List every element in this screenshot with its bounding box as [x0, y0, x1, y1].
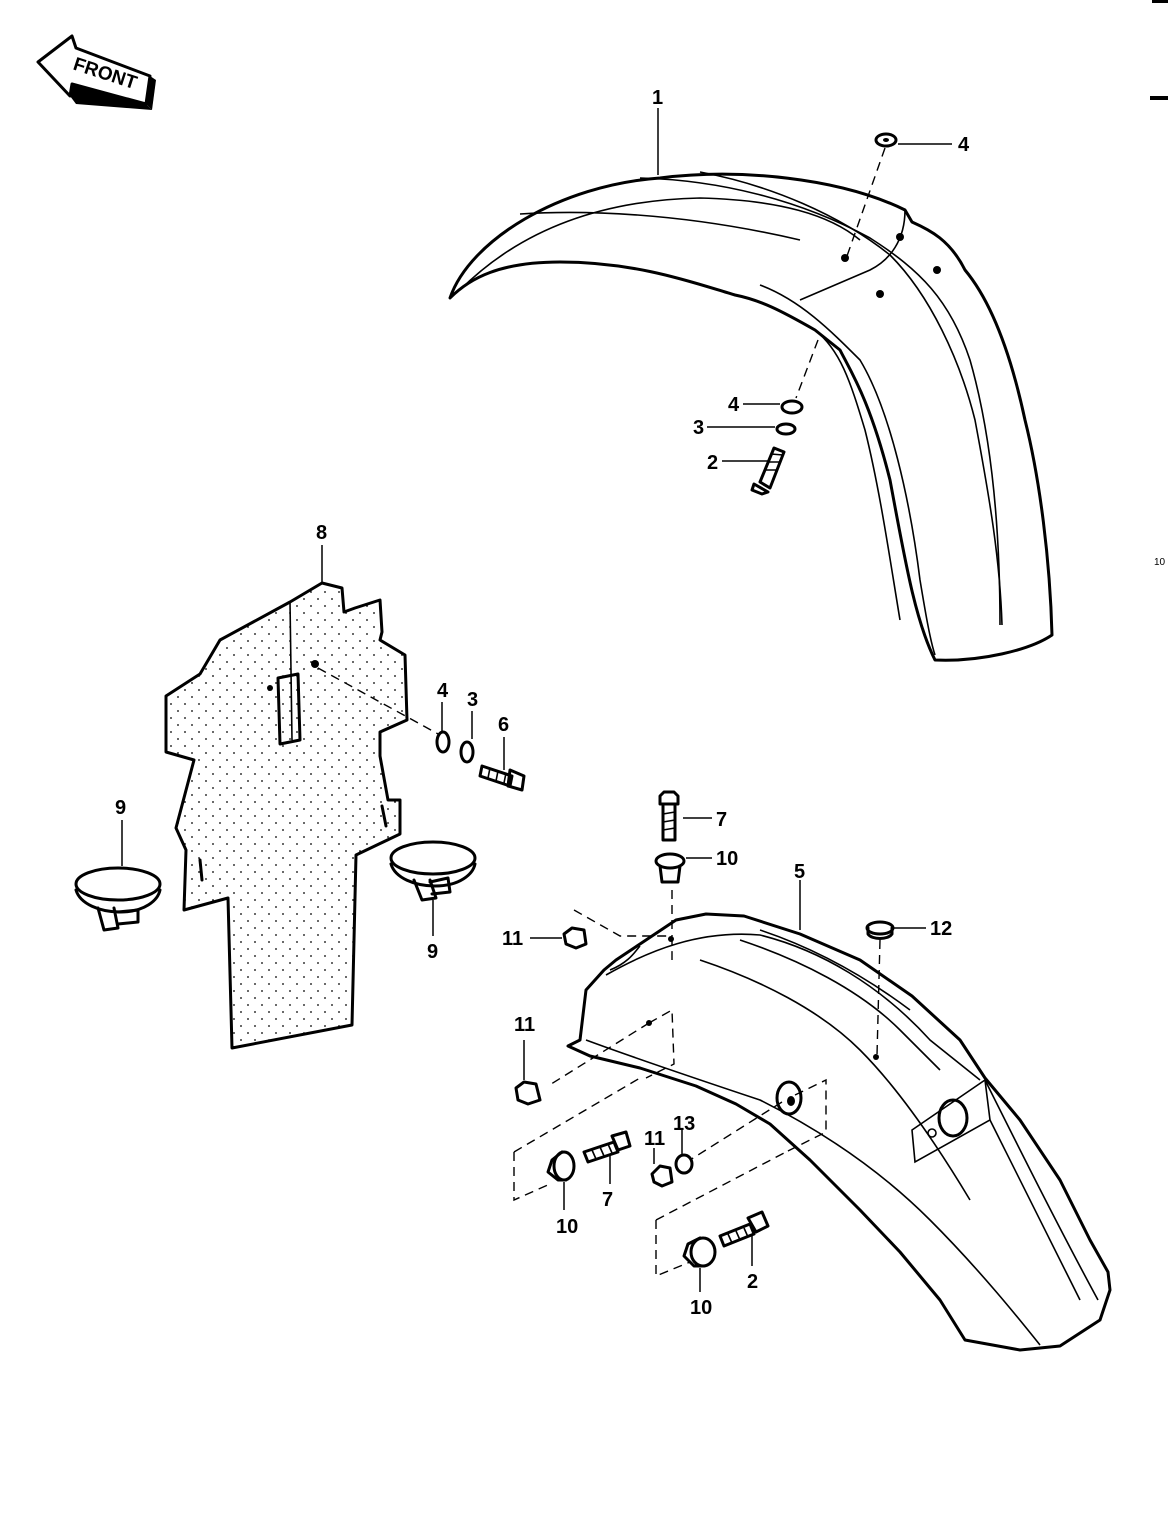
nut-top-left — [530, 926, 588, 950]
lockwasher-flap — [459, 711, 475, 764]
page-number: 10 — [1154, 557, 1166, 568]
callout-grommet-left: 10 — [556, 1216, 578, 1238]
mud-flap — [164, 545, 441, 1050]
callout-nut-left: 11 — [514, 1014, 535, 1036]
nut-right — [865, 920, 926, 940]
callout-bolt-top: 7 — [716, 809, 727, 831]
callout-flap: 8 — [316, 522, 327, 544]
page-edge-marks — [1150, 0, 1168, 100]
grommet-left — [546, 1150, 576, 1210]
rear-fender — [513, 880, 1112, 1352]
washer-bottom — [674, 1130, 694, 1175]
grommet-top — [654, 852, 712, 884]
callout-grommet-top: 10 — [716, 848, 738, 870]
callout-bolt-left: 7 — [602, 1189, 613, 1211]
front-fender — [448, 108, 1054, 662]
callout-lockwasher-under: 3 — [693, 417, 704, 439]
callout-washer-top: 4 — [958, 134, 970, 156]
lockwasher-under — [707, 422, 797, 436]
callout-rear-fender: 5 — [794, 861, 805, 883]
callout-washer-bottom: 13 — [673, 1113, 695, 1135]
front-arrow-icon: FRONT — [36, 34, 156, 110]
callout-lockwasher-flap: 3 — [467, 689, 478, 711]
callout-nut-right: 12 — [930, 918, 952, 940]
callout-bolt-flap: 6 — [498, 714, 509, 736]
callout-washer-flap: 4 — [437, 680, 449, 702]
bolt-left — [582, 1130, 632, 1184]
callout-bolt-front: 2 — [707, 452, 718, 474]
washer-under — [743, 399, 804, 415]
callout-clamp-left: 9 — [115, 797, 126, 819]
callout-nut-bottom: 11 — [644, 1128, 665, 1150]
washer-flap — [435, 702, 451, 754]
callout-washer-under: 4 — [728, 394, 740, 416]
grommet-bottom — [682, 1236, 717, 1292]
callout-nut-top-left: 11 — [502, 928, 523, 950]
bolt-flap — [478, 737, 526, 792]
clamp-right — [389, 840, 477, 936]
clamp-left — [74, 820, 162, 932]
nut-left — [514, 1040, 542, 1106]
bolt-front — [722, 446, 786, 496]
callout-clamp-right: 9 — [427, 941, 438, 963]
callout-bolt-bottom: 2 — [747, 1271, 758, 1293]
washer-top — [874, 132, 952, 148]
bolt-top — [658, 790, 712, 842]
bolt-bottom — [718, 1210, 770, 1266]
callout-front-fender: 1 — [652, 87, 663, 109]
callout-grommet-bottom: 10 — [690, 1297, 712, 1319]
nut-bottom — [650, 1148, 674, 1188]
